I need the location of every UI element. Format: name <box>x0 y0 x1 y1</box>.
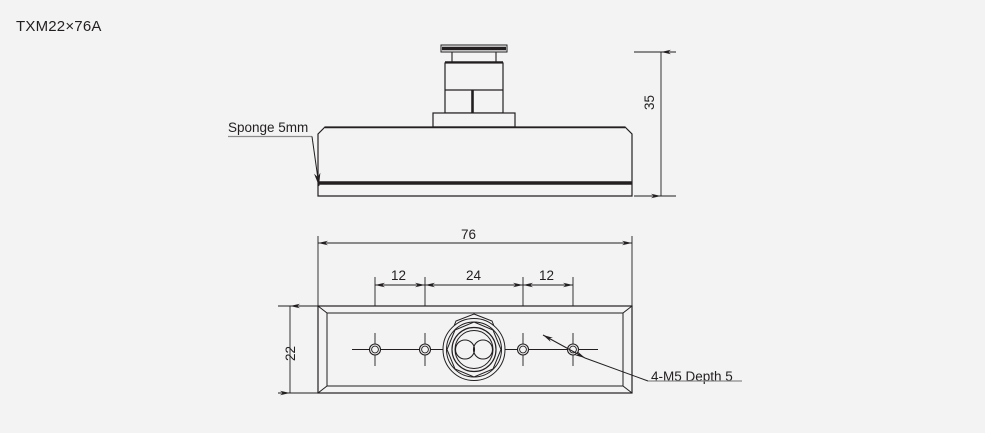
dimension-pitch-left-label: 12 <box>391 268 407 283</box>
dimension-pitch-right-label: 12 <box>539 268 555 283</box>
dimension-depth-22 <box>278 303 322 396</box>
thread-callout-label: 4-M5 Depth 5 <box>651 369 733 384</box>
sponge-label: Sponge 5mm <box>228 120 309 135</box>
side-elevation-view <box>228 44 633 197</box>
bottom-plan-view <box>317 305 742 394</box>
dimension-width-76 <box>317 236 633 310</box>
center-connector <box>442 313 506 381</box>
connector-cap <box>440 44 508 53</box>
screw-hole <box>418 333 432 366</box>
housing-body-side <box>317 126 633 197</box>
dimension-height-35 <box>634 49 676 199</box>
thread-callout-leader <box>542 334 742 382</box>
screw-hole <box>368 333 382 366</box>
connector-base-flange <box>432 112 516 128</box>
drawing-title: TXM22×76A <box>16 18 102 35</box>
sponge-leader <box>228 135 321 187</box>
screw-hole <box>516 333 530 366</box>
dimension-width-label: 76 <box>461 227 477 242</box>
connector-barrel <box>444 62 504 114</box>
dimension-pitch-center-label: 24 <box>466 268 482 283</box>
connector-neck <box>445 52 503 64</box>
